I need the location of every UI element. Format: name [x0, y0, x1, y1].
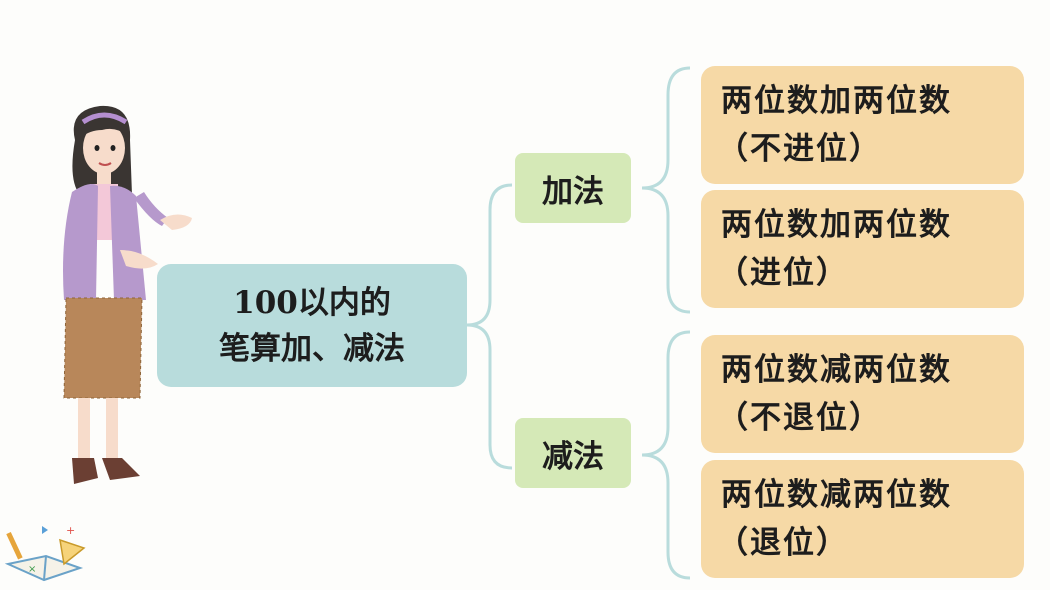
leaf-sub-borrow: 两位数减两位数 （退位） — [701, 460, 1024, 578]
leaf-add-carry: 两位数加两位数 （进位） — [701, 190, 1024, 308]
root-line-1: 100以内的 — [233, 284, 391, 321]
root-bracket-lower — [466, 323, 513, 470]
leaf-line-2: （不进位） — [717, 131, 882, 167]
svg-text:×: × — [28, 564, 36, 575]
leaf-line-2: （不退位） — [717, 400, 882, 436]
add-bracket-lower — [641, 186, 691, 314]
leaf-line-2: （进位） — [717, 255, 849, 291]
sub-bracket-lower — [641, 453, 691, 580]
root-line-2: 笔算加、减法 — [219, 330, 405, 367]
svg-text:+: + — [66, 524, 75, 537]
leaf-add-no-carry: 两位数加两位数 （不进位） — [701, 66, 1024, 184]
root-topic: 100以内的 笔算加、减法 — [157, 264, 467, 387]
teacher-illustration — [63, 105, 192, 484]
branch-addition: 加法 — [515, 153, 631, 223]
leaf-line-1: 两位数加两位数 — [721, 83, 952, 119]
leaf-line-2: （退位） — [717, 525, 849, 561]
math-tools-icon: + × — [4, 524, 86, 582]
leaf-sub-no-borrow: 两位数减两位数 （不退位） — [701, 335, 1024, 453]
leaf-line-1: 两位数减两位数 — [721, 352, 952, 388]
branch-subtraction: 减法 — [515, 418, 631, 488]
leaf-line-1: 两位数加两位数 — [721, 207, 952, 243]
sub-bracket — [641, 330, 691, 457]
add-bracket — [641, 66, 691, 190]
leaf-line-1: 两位数减两位数 — [721, 477, 952, 513]
root-bracket — [466, 183, 513, 327]
